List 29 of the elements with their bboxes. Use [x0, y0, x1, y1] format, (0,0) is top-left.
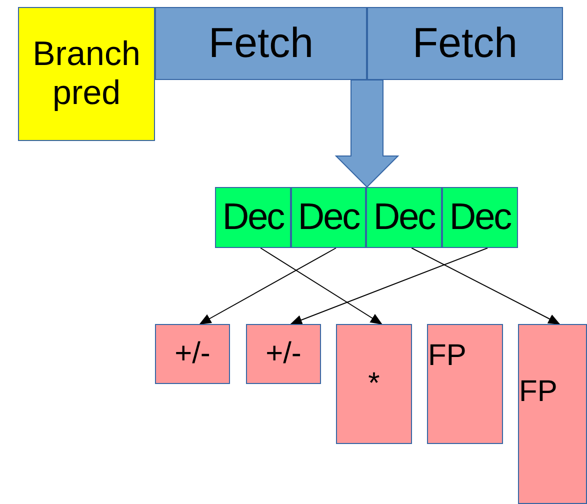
- process-box: [246, 324, 321, 384]
- process-box: [155, 324, 230, 384]
- box-label: +/-: [174, 336, 210, 372]
- arrow: [411, 248, 560, 324]
- box-label: FP: [519, 375, 558, 410]
- box-label: FP: [428, 339, 466, 374]
- arrow: [260, 248, 382, 325]
- process-box: [442, 187, 518, 248]
- process-box: [215, 187, 291, 248]
- arrow: [290, 248, 488, 325]
- box-label: Dec: [373, 196, 435, 239]
- box-label: Fetch: [412, 19, 518, 68]
- arrow: [199, 248, 336, 324]
- box-label: +/-: [266, 336, 302, 372]
- box-label: Dec: [449, 196, 511, 239]
- box-label: Fetch: [208, 19, 314, 68]
- block-arrow: [334, 80, 400, 188]
- process-box: [518, 324, 587, 504]
- box-label: Dec: [222, 196, 284, 239]
- process-box: [291, 187, 366, 248]
- process-box: [18, 7, 155, 141]
- process-box: [155, 7, 367, 80]
- box-label: *: [368, 366, 380, 402]
- process-box: [367, 7, 563, 80]
- process-box: [366, 187, 442, 248]
- process-box: [336, 324, 412, 444]
- box-label: Branch pred: [32, 34, 142, 114]
- box-label: Dec: [298, 196, 360, 239]
- process-box: [427, 324, 503, 444]
